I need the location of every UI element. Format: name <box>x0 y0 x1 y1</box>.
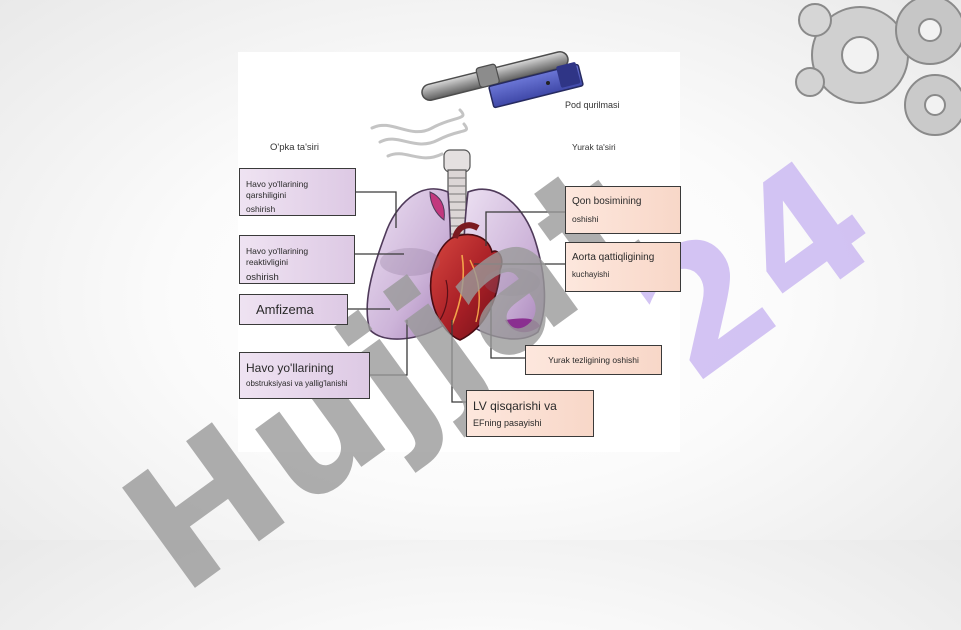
pod-device-label: Pod qurilmasi <box>565 100 620 110</box>
right-box-blood-pressure: Qon bosimining oshishi <box>565 186 681 234</box>
right-box-aortic-stiffness: Aorta qattiqligining kuchayishi <box>565 242 681 292</box>
right-box-heart-rate: Yurak tezligining oshishi <box>525 345 662 375</box>
vape-pen-icon <box>421 51 569 101</box>
box-line: oshishi <box>572 213 599 224</box>
box-line: oshirish <box>246 204 276 215</box>
shadow-decor <box>484 268 540 296</box>
smoke-icon <box>370 108 469 160</box>
box-line: kuchayishi <box>572 269 610 279</box>
box-line: Yurak tezligining oshishi <box>548 355 639 365</box>
gear-cluster-icon <box>795 0 961 136</box>
connector-lines <box>348 191 565 403</box>
left-box-airway-obstruction: Havo yo'llarining obstruksiyasi va yalli… <box>239 352 370 399</box>
box-line: obstruksiyasi va yallig'lanishi <box>246 379 348 388</box>
left-lung-lobe-icon <box>429 191 445 221</box>
box-line: Havo yo'llarining qarshiligini <box>246 179 309 200</box>
box-line: Qon bosimining <box>572 196 642 207</box>
box-line: EFning pasayishi <box>473 418 542 428</box>
right-lung-base-icon <box>505 318 540 333</box>
box-line: oshirish <box>246 272 279 284</box>
box-line: Havo yo'llarining reaktivligini <box>246 246 309 267</box>
left-box-emphysema: Amfizema <box>239 294 348 325</box>
heart-effects-title: Yurak ta'siri <box>572 142 616 152</box>
right-box-lv-contraction: LV qisqarishi va EFning pasayishi <box>466 390 594 437</box>
lung-effects-title: O'pka ta'siri <box>270 142 320 153</box>
shadow-decor <box>380 248 440 276</box>
box-line: Havo yo'llarining <box>246 361 334 375</box>
left-box-airway-reactivity: Havo yo'llarining reaktivligini oshirish <box>239 235 355 284</box>
diagram-illustration <box>348 0 961 403</box>
pod-device-icon <box>488 62 584 109</box>
box-line: Aorta qattiqligining <box>572 252 655 263</box>
box-line: LV qisqarishi va <box>473 399 557 413</box>
left-box-airway-resistance: Havo yo'llarining qarshiligini oshirish <box>239 168 356 216</box>
heart-icon <box>429 222 503 341</box>
box-line: Amfizema <box>256 302 314 317</box>
